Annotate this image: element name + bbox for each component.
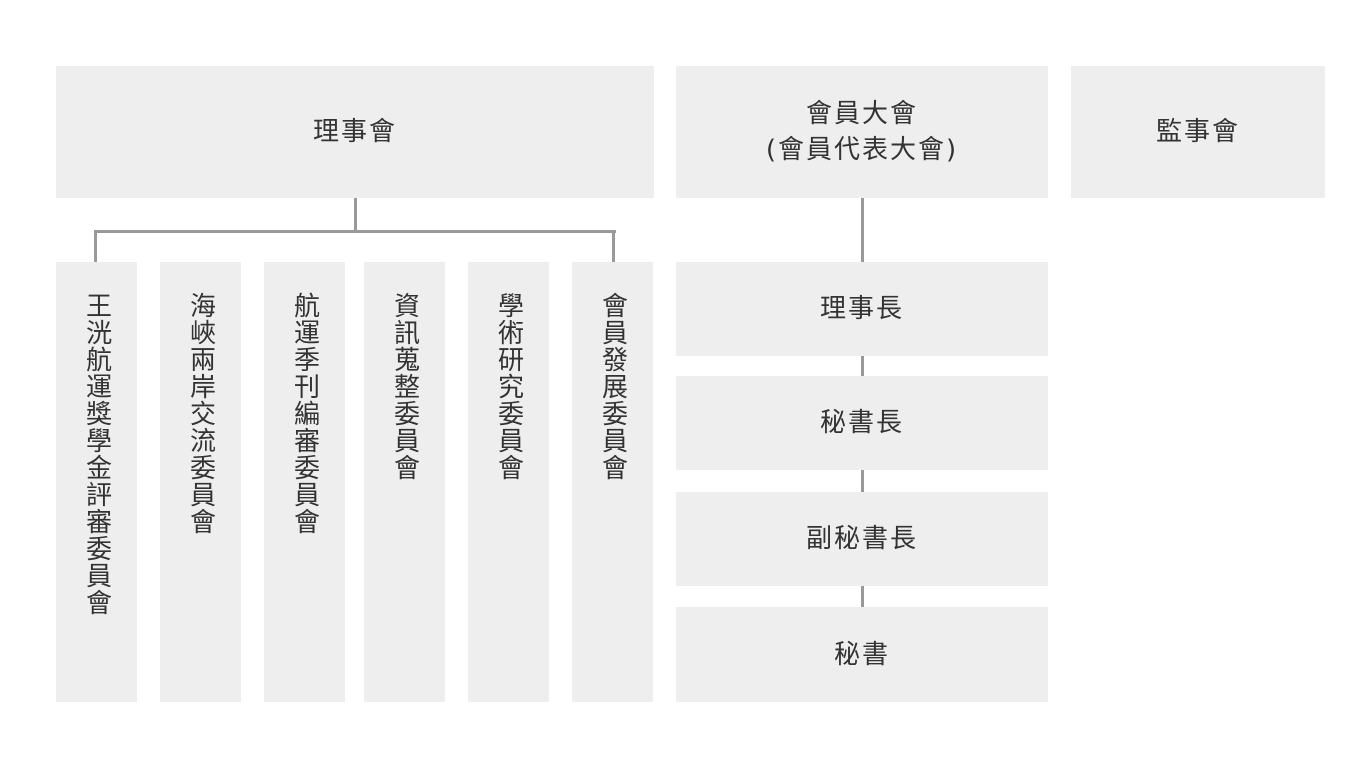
connector-chairman-secretary-general [861,356,864,376]
committee-box: 航運季刊編審委員會 [264,262,345,702]
committee-label: 會員發展委員會 [597,292,628,481]
secretary-box: 秘書 [676,607,1048,702]
committee-label: 海峽兩岸交流委員會 [185,292,216,535]
committee-label: 資訊蒐整委員會 [389,292,420,481]
committee-box: 資訊蒐整委員會 [364,262,445,702]
committee-label: 航運季刊編審委員會 [289,292,320,535]
connector-assembly-chairman [861,198,864,262]
board-of-directors-box: 理事會 [56,66,654,198]
general-assembly-line1: 會員大會 [805,99,918,129]
secretary-label: 秘書 [833,639,890,670]
connector-committee-bar [94,230,616,233]
board-of-supervisors-label: 監事會 [1155,117,1240,147]
general-assembly-label: 會員大會 (會員代表大會) [766,96,958,168]
committee-box: 海峽兩岸交流委員會 [160,262,241,702]
board-of-directors-label: 理事會 [312,117,397,147]
committee-label: 學術研究委員會 [493,292,524,481]
committee-label: 王洸航運獎學金評審委員會 [81,292,112,616]
deputy-secretary-general-box: 副秘書長 [676,492,1048,586]
connector-committee-right [612,230,615,262]
general-assembly-box: 會員大會 (會員代表大會) [676,66,1048,198]
committee-box: 會員發展委員會 [572,262,653,702]
deputy-secretary-general-label: 副秘書長 [805,524,918,554]
secretary-general-box: 秘書長 [676,376,1048,470]
secretary-general-label: 秘書長 [819,408,904,438]
committee-box: 王洸航運獎學金評審委員會 [56,262,137,702]
connector-deputy-secretary [861,586,864,607]
chairman-label: 理事長 [819,294,904,324]
connector-board-stem [354,198,357,233]
chairman-box: 理事長 [676,262,1048,356]
connector-secretary-general-deputy [861,470,864,492]
connector-committee-left [94,230,97,262]
board-of-supervisors-box: 監事會 [1071,66,1325,198]
general-assembly-line2: (會員代表大會) [765,135,959,165]
committee-box: 學術研究委員會 [468,262,549,702]
